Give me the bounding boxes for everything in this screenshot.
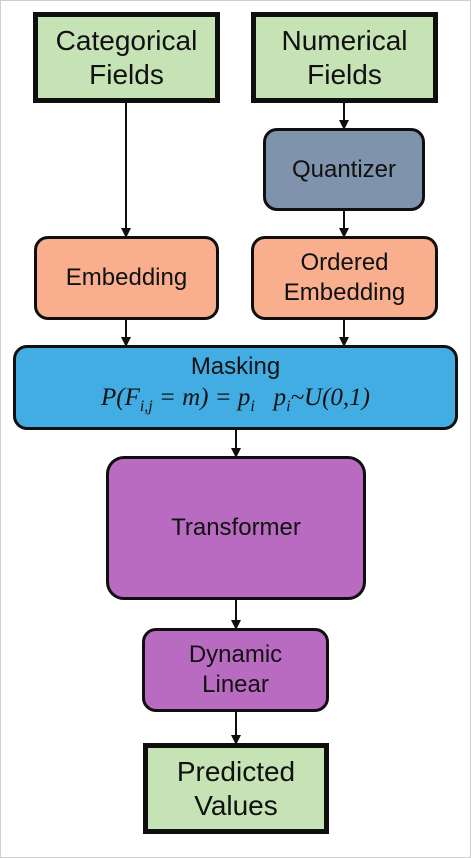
predicted-values-label-line1: Predicted (176, 755, 296, 787)
quantizer-box: Quantizer (263, 128, 425, 211)
transformer-label: Transformer (171, 514, 301, 541)
numerical-fields-label-line2: Fields (307, 58, 382, 90)
quantizer-label: Quantizer (291, 155, 397, 183)
ordered-embedding-box: Ordered Embedding (251, 236, 438, 320)
categorical-fields-label-line2: Fields (89, 58, 164, 90)
masking-formula: P(Fi,j = m) = pi pi~U(0,1) (100, 384, 371, 415)
embedding-box: Embedding (34, 236, 219, 320)
masking-label: Masking (190, 353, 281, 380)
dynamic-linear-label-line2: Linear (202, 671, 269, 698)
predicted-values-label-line2: Values (194, 789, 278, 821)
dynamic-linear-label-line1: Dynamic (188, 641, 283, 668)
numerical-fields-label-line1: Numerical (281, 24, 408, 56)
masking-box: Masking P(Fi,j = m) = pi pi~U(0,1) (13, 345, 458, 430)
ordered-embedding-label-line2: Embedding (283, 279, 406, 306)
dynamic-linear-box: Dynamic Linear (142, 628, 329, 712)
categorical-fields-label-line1: Categorical (55, 24, 198, 56)
ordered-embedding-label-line1: Ordered (300, 249, 389, 276)
categorical-fields-box: Categorical Fields (33, 12, 220, 103)
embedding-label: Embedding (65, 264, 188, 291)
numerical-fields-box: Numerical Fields (251, 12, 438, 103)
predicted-values-box: Predicted Values (143, 743, 329, 834)
transformer-box: Transformer (106, 456, 366, 600)
